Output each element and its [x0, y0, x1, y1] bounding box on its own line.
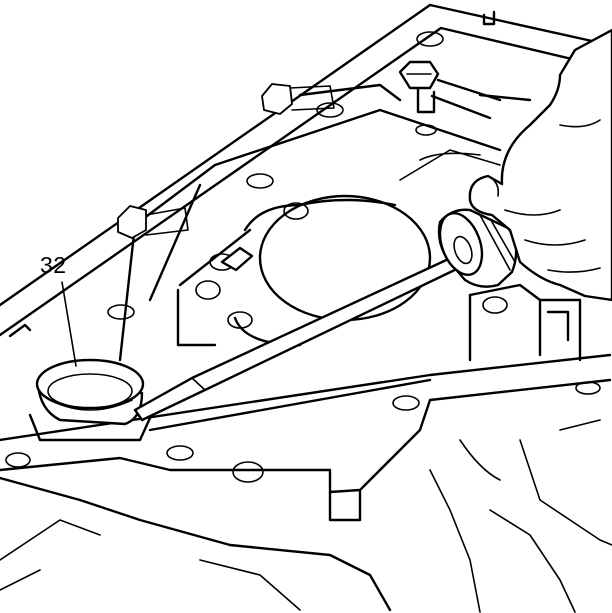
line-fitting	[398, 60, 502, 136]
seal	[28, 358, 152, 442]
callout-leader	[61, 281, 77, 367]
hand	[468, 28, 612, 302]
bolt-left	[117, 205, 189, 239]
bolt-upper	[261, 83, 335, 115]
upper-gasket-flange	[0, 3, 612, 338]
right-housing	[468, 283, 582, 362]
lower-case	[0, 419, 612, 613]
screwdriver	[133, 208, 518, 422]
callout-label: 32	[40, 252, 67, 278]
